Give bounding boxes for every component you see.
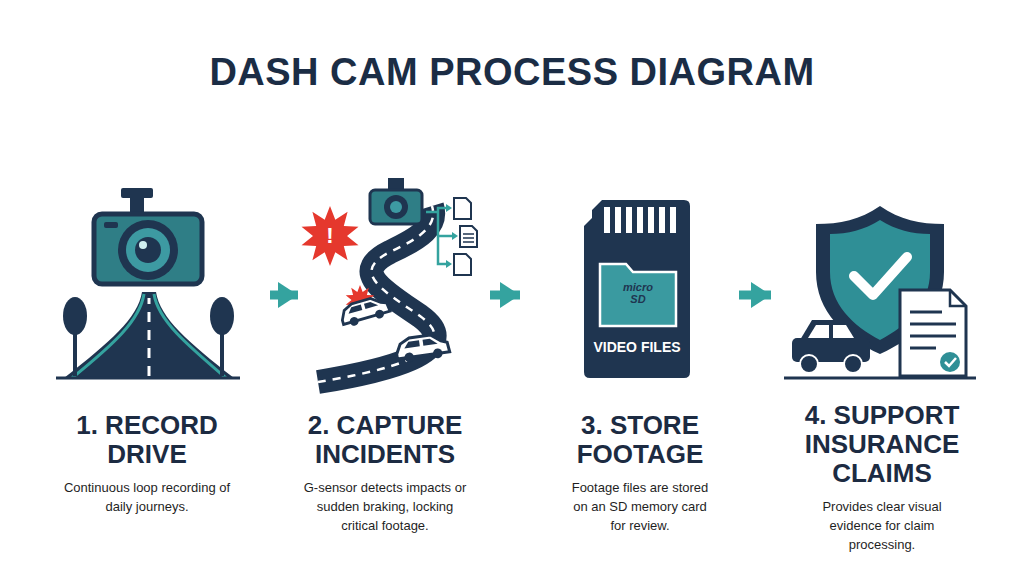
step-text-column: 2. CAPTURE INCIDENTS G-sensor detects imp…: [285, 411, 485, 535]
road-scene: [64, 292, 234, 378]
file-branch: [463, 233, 474, 235]
car-icon: [423, 338, 438, 346]
dash-cam-icon: [388, 178, 404, 190]
sd-card-icon: [615, 207, 621, 233]
alert-mark: !: [310, 222, 350, 250]
car-icon: [432, 348, 443, 359]
car-icon: [833, 325, 854, 338]
file-branch: [426, 208, 452, 264]
sd-card-icon: [670, 207, 676, 233]
flow-arrow: [490, 291, 520, 300]
dash-cam-icon: [118, 220, 178, 280]
impact-burst: [302, 206, 375, 315]
dash-cam-icon: [139, 241, 147, 249]
flow-arrow: [739, 291, 771, 300]
step-heading: 2. CAPTURE INCIDENTS: [285, 411, 485, 469]
dash-cam-icon: [94, 188, 202, 284]
file-branch: [463, 241, 474, 243]
car-icon: [800, 320, 862, 340]
car-icon: [395, 333, 451, 364]
file-branch: [426, 198, 477, 275]
car-icon: [339, 294, 390, 324]
claim-document: [910, 311, 942, 314]
road-scene: [56, 292, 240, 378]
step-heading: 1. RECORD DRIVE: [60, 411, 235, 469]
impact-burst: [302, 206, 359, 266]
step-description: Footage files are stored on an SD memory…: [564, 478, 716, 535]
process-step: 4. SUPPORT INSURANCE CLAIMS Provides clea…: [773, 180, 990, 555]
step-text-column: 3. STORE FOOTAGE Footage files are stored…: [540, 411, 740, 535]
file-branch: [446, 260, 452, 268]
process-step: 3. STORE FOOTAGE Footage files are stored…: [522, 180, 737, 555]
flow-arrow: [270, 291, 298, 300]
step-text-column: 1. RECORD DRIVE Continuous loop recording…: [60, 411, 235, 516]
road-scene: [148, 298, 151, 376]
car-icon: [404, 352, 415, 363]
dash-cam-icon: [94, 214, 202, 284]
dash-cam-icon: [370, 190, 422, 224]
card-logo: micro SD: [618, 281, 658, 305]
dash-cam-icon: [384, 195, 408, 219]
car-icon: [844, 355, 862, 373]
car-icon: [374, 309, 385, 320]
car-icon: [800, 355, 818, 373]
claim-document: [950, 290, 966, 306]
file-branch: [454, 254, 471, 275]
road-scene: [63, 297, 87, 335]
claim-document: [910, 347, 936, 350]
step-description: G-sensor detects impacts or sudden braki…: [302, 478, 468, 535]
sd-card-icon: [604, 207, 610, 233]
road-scene: [56, 377, 240, 380]
dash-cam-icon: [370, 178, 422, 224]
sd-card-icon: [600, 264, 676, 326]
dash-cam-icon: [135, 237, 161, 263]
diagram-title: DASH CAM PROCESS DIAGRAM: [0, 50, 1024, 94]
file-branch: [460, 226, 477, 247]
step-heading: 4. SUPPORT INSURANCE CLAIMS: [792, 401, 972, 488]
step-description: Continuous loop recording of daily journ…: [61, 478, 233, 516]
file-branch: [452, 232, 458, 240]
car-icon: [404, 340, 420, 348]
road-scene: [210, 297, 234, 335]
sd-card-icon: [637, 207, 643, 233]
dash-cam-icon: [126, 228, 170, 272]
card-caption: VIDEO FILES: [580, 338, 694, 356]
sd-card-icon: [659, 207, 665, 233]
car-icon: [364, 300, 378, 309]
sd-card-icon: [626, 207, 632, 233]
step-heading: 3. STORE FOOTAGE: [540, 411, 740, 469]
claim-document: [940, 352, 960, 372]
claim-document: [900, 290, 966, 376]
claim-document: [910, 335, 956, 338]
car-icon: [349, 316, 360, 327]
process-step: 1. RECORD DRIVE Continuous loop recording…: [40, 180, 268, 555]
car-icon: [339, 294, 392, 328]
step-text-column: 4. SUPPORT INSURANCE CLAIMS Provides clea…: [792, 401, 972, 554]
sd-card-icon: [648, 207, 654, 233]
dash-cam-icon: [104, 222, 118, 228]
claim-document: [910, 323, 956, 326]
car-icon: [395, 333, 450, 359]
step-description: Provides clear visual evidence for claim…: [812, 497, 952, 554]
car-icon: [347, 305, 362, 314]
dash-cam-icon: [390, 201, 402, 213]
claim-document: [900, 290, 966, 376]
car-icon: [808, 325, 829, 338]
file-branch: [454, 198, 471, 219]
file-branch: [446, 204, 452, 212]
claim-document: [945, 358, 956, 366]
file-branch: [463, 237, 474, 239]
